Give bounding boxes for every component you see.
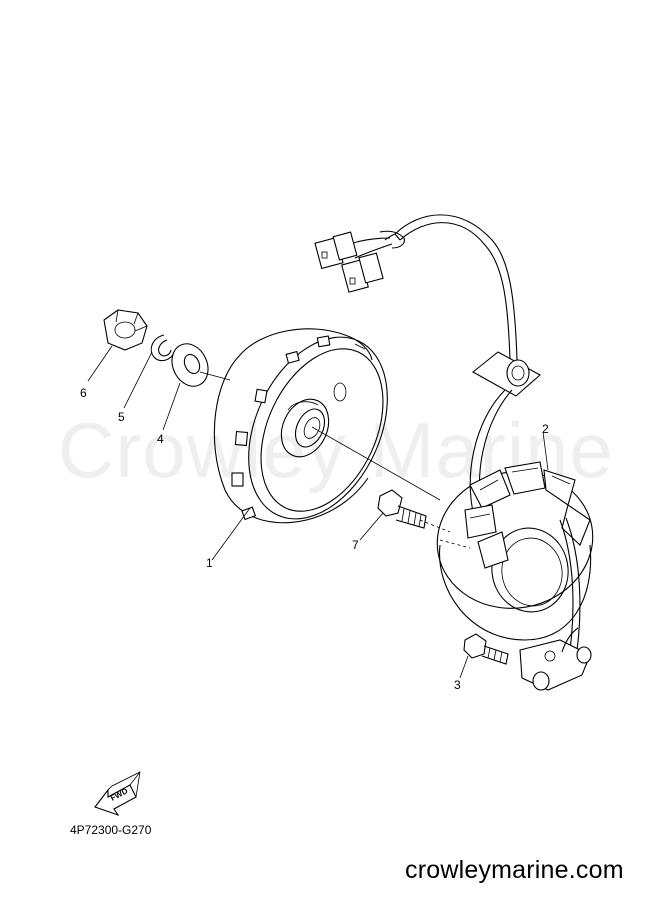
leader-3 xyxy=(459,655,469,679)
lock-washer-part xyxy=(150,334,175,362)
callout-4: 4 xyxy=(157,432,164,446)
pickup-coil-part xyxy=(519,627,592,691)
stator-coil-part xyxy=(436,461,594,651)
wire-harness xyxy=(314,214,541,531)
leader-2 xyxy=(542,431,549,471)
callout-2: 2 xyxy=(542,422,549,436)
diagram-code: 4P72300-G270 xyxy=(70,823,152,837)
callout-6: 6 xyxy=(80,386,87,400)
callout-7: 7 xyxy=(352,538,359,552)
leader-1 xyxy=(211,507,251,561)
site-url[interactable]: crowleymarine.com xyxy=(405,856,624,884)
leader-7 xyxy=(359,512,384,541)
callout-1: 1 xyxy=(206,556,213,570)
leader-4 xyxy=(162,382,181,431)
callout-5: 5 xyxy=(118,410,125,424)
fwd-arrow-icon xyxy=(94,771,141,817)
screw-part-3 xyxy=(463,633,509,665)
flat-washer-part xyxy=(171,343,209,387)
bolt-part-7 xyxy=(377,489,427,529)
callout-3: 3 xyxy=(454,678,461,692)
leader-6 xyxy=(87,345,113,382)
nut-part xyxy=(103,309,148,351)
flywheel-rotor-part xyxy=(213,328,388,524)
leader-5 xyxy=(123,351,153,409)
